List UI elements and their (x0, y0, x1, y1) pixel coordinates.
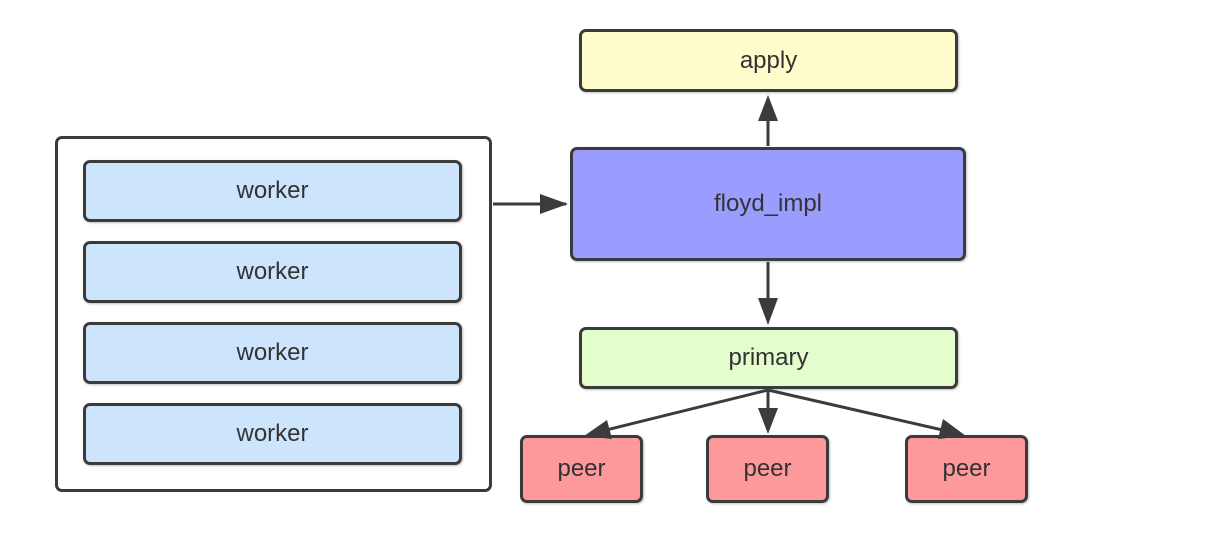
edge-primary-to-peer-right (767, 388, 961, 436)
worker-label: worker (236, 420, 309, 447)
apply-label: apply (739, 46, 798, 74)
primary-label: primary (728, 344, 809, 371)
peer-node: peer (520, 435, 643, 503)
floyd-impl-node: floyd_impl (570, 147, 966, 261)
worker-node: worker (83, 160, 462, 222)
worker-label: worker (236, 339, 309, 366)
peer-node: peer (905, 435, 1028, 503)
arrowhead-icon (758, 298, 778, 325)
arrowhead-icon (758, 95, 778, 121)
worker-node: worker (83, 241, 462, 303)
worker-label: worker (236, 177, 309, 204)
arrowhead-icon (758, 408, 778, 434)
worker-node: worker (83, 403, 462, 465)
worker-label: worker (236, 258, 309, 285)
edge-primary-to-peer-left (589, 388, 769, 436)
worker-node: worker (83, 322, 462, 384)
peer-label: peer (743, 455, 792, 482)
arrowhead-icon (540, 194, 568, 214)
peer-node: peer (706, 435, 829, 503)
apply-node: apply (579, 29, 958, 92)
floyd-impl-label: floyd_impl (713, 190, 823, 217)
peer-label: peer (942, 455, 991, 482)
primary-node: primary (579, 327, 958, 389)
peer-label: peer (557, 455, 606, 482)
